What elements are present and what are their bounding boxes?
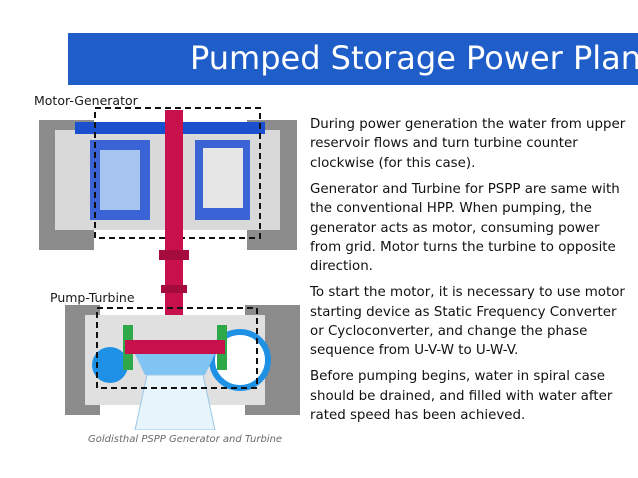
title-bar [68,33,638,85]
generator-turbine-diagram [39,107,300,430]
runner [135,354,215,375]
stator-right-core [203,148,243,208]
paragraph: Before pumping begins, water in spiral c… [310,369,613,424]
paragraph: Generator and Turbine for PSPP are same … [310,181,620,275]
draft-tube [134,374,216,430]
diagram-caption: Goldisthal PSPP Generator and Turbine [88,434,283,445]
motor-generator-label: Motor-Generator [34,93,138,108]
pump-turbine-label: Pump-Turbine [50,290,135,305]
slide-body: During power generation the water from u… [310,115,632,432]
shaft-flange [161,285,187,293]
motor-generator-outline [94,107,261,239]
paragraph: During power generation the water from u… [310,117,626,171]
pump-turbine-outline [96,307,258,389]
slide-title: Pumped Storage Power Plant [190,39,638,77]
head-cover [125,340,225,354]
stator-left-core [100,150,140,210]
spiral-case-left [92,347,128,383]
shaft-coupling [159,250,189,260]
paragraph: To start the motor, it is necessary to u… [310,285,625,359]
